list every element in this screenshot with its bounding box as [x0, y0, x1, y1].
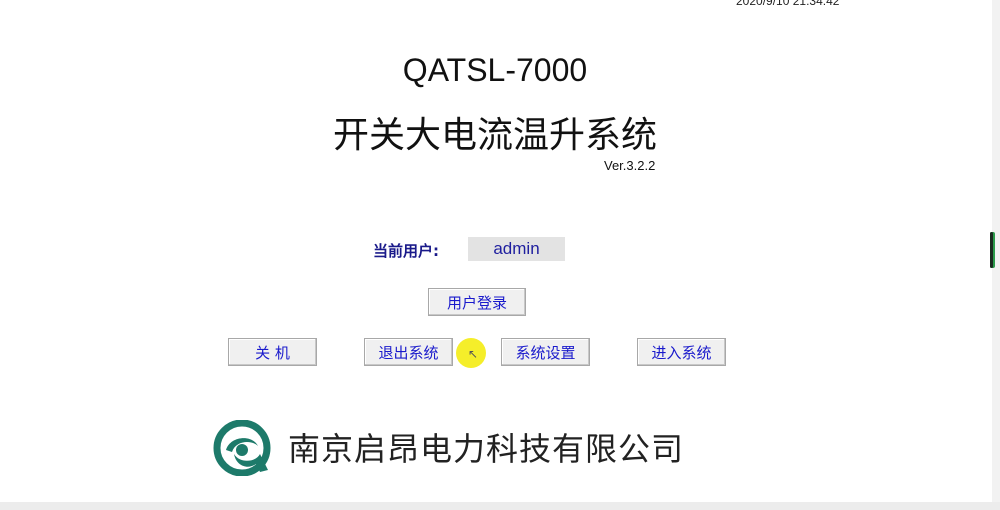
bottom-edge-bar: [0, 502, 1000, 510]
company-logo-icon: [213, 420, 271, 476]
cursor-highlight: [456, 338, 486, 368]
user-login-button[interactable]: 用户登录: [428, 288, 526, 316]
system-name-title: 开关大电流温升系统: [332, 115, 657, 156]
cursor-arrow-icon: ↖: [468, 347, 479, 361]
scrollbar-track[interactable]: [992, 0, 1000, 502]
current-user-label: 当前用户:: [373, 242, 439, 260]
scrollbar-thumb-edge: [990, 232, 993, 268]
shutdown-button[interactable]: 关 机: [228, 338, 317, 366]
system-settings-button[interactable]: 系统设置: [501, 338, 590, 366]
product-model-title: QATSL-7000: [402, 52, 588, 88]
current-user-value: admin: [468, 237, 565, 261]
timestamp: 2020/9/10 21:34:42: [736, 0, 840, 8]
company-name: 南京启昂电力科技有限公司: [288, 430, 685, 468]
version-label: Ver.3.2.2: [604, 158, 656, 173]
exit-system-button[interactable]: 退出系统: [364, 338, 453, 366]
enter-system-button[interactable]: 进入系统: [637, 338, 726, 366]
